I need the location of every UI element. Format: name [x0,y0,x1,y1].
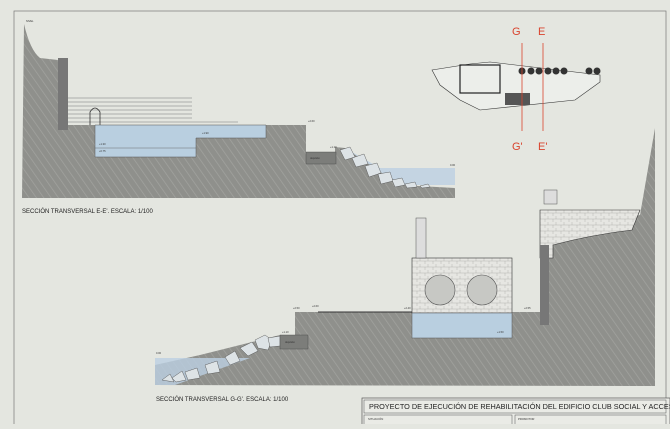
field-promotor: PROMOTOR [518,417,534,421]
level-label: 0.00 [450,163,456,167]
level-label: +0.75 [99,149,106,153]
riprap-rocks [339,146,431,189]
pool-water [94,124,267,158]
level-label: +1.90 [202,131,209,135]
arch [466,274,498,306]
section-gg: depósito 0.00 +1.10 +2.50 +2.60 +2.40 +2… [155,128,655,403]
chimney [415,217,427,259]
sea-water [345,148,455,185]
level-label: +1.30 [99,142,106,146]
level-label: +1.10 [282,330,289,334]
level-label: +2.40 [404,306,411,310]
key-plan: G E G' E' [431,26,601,153]
sheet-frame [13,10,667,429]
section-caption: SECCIÓN TRANSVERSAL G-G'. ESCALA: 1/100 [156,396,289,403]
retaining-wall [58,58,68,130]
level-label: +2.50 [293,306,300,310]
project-title: PROYECTO DE EJECUCIÓN DE REHABILITACIÓN … [369,402,670,411]
riprap-rocks [161,334,281,383]
level-label: +2.60 [312,304,319,308]
room-label: depósito [310,156,320,160]
wall [540,245,549,325]
room-label: depósito [285,340,295,344]
arch [424,274,456,306]
marker-e-prime: E' [538,141,547,153]
tree-row [518,67,601,75]
section-caption: SECCIÓN TRANSVERSAL E-E'. ESCALA: 1/100 [22,208,154,215]
water-tank [411,312,513,339]
ground-mass [155,128,655,386]
marker-g: G [512,26,521,38]
level-label: +1.50 [497,330,504,334]
top-label: NIVEL [26,19,34,23]
section-ee: depósito NIVEL +1.30 +0.75 +1.90 +2.60 +… [22,19,456,215]
title-block: PROYECTO DE EJECUCIÓN DE REHABILITACIÓN … [361,397,670,429]
level-label: +1.10 [330,145,337,149]
level-label: 0.00 [156,351,162,355]
field-situacion: SITUACIÓN [368,416,383,421]
pool-ladder [89,107,101,145]
level-label: +2.55 [524,306,531,310]
marker-g-prime: G' [512,141,523,153]
upper-stone-terrace [539,209,641,259]
building-lines [67,97,238,123]
chimney [543,189,558,205]
marker-e: E [538,26,545,38]
level-label: +2.60 [308,119,315,123]
